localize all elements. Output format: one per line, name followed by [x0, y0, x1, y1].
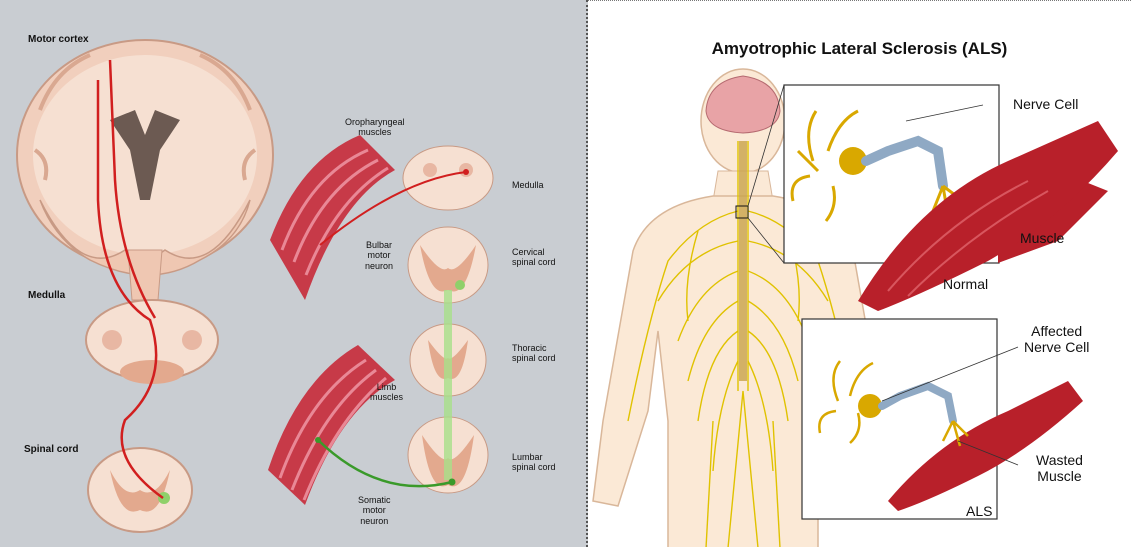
label-oropharyngeal-muscles: Oropharyngeal muscles — [345, 117, 405, 138]
bulbar-neuron-body — [463, 169, 469, 175]
oropharyngeal-muscles — [270, 135, 395, 300]
label-spinal-cord: Spinal cord — [24, 444, 78, 456]
label-somatic-motor-neuron: Somatic motor neuron — [358, 495, 391, 526]
medulla-small-section — [403, 146, 493, 210]
label-muscle: Muscle — [1020, 230, 1064, 246]
label-limb-muscles: Limb muscles — [370, 382, 403, 403]
label-motor-cortex: Motor cortex — [28, 34, 89, 46]
label-cervical-spinal-cord: Cervical spinal cord — [512, 247, 556, 268]
label-affected-nerve-cell: Affected Nerve Cell — [1024, 323, 1089, 355]
spinal-cord — [739, 141, 747, 381]
spinal-cord-section — [88, 448, 192, 532]
label-medulla-left: Medulla — [28, 290, 65, 302]
label-als: ALS — [966, 503, 992, 519]
somatic-neuron-terminal — [315, 437, 321, 443]
somatic-neuron-body — [449, 479, 456, 486]
label-lumbar-spinal-cord: Lumbar spinal cord — [512, 452, 556, 473]
label-nerve-cell: Nerve Cell — [1013, 96, 1078, 112]
brain-coronal-section — [17, 40, 273, 275]
als-panel: Amyotrophic Lateral Sclerosis (ALS) — [588, 0, 1131, 547]
motor-pathway-illustration — [0, 0, 588, 547]
label-medulla-right: Medulla — [512, 180, 544, 190]
label-wasted-muscle: Wasted Muscle — [1036, 452, 1083, 484]
label-bulbar-motor-neuron: Bulbar motor neuron — [365, 240, 393, 271]
label-thoracic-spinal-cord: Thoracic spinal cord — [512, 343, 556, 364]
motor-pathway-panel: Motor cortex Medulla Spinal cord Orophar… — [0, 0, 588, 547]
limb-muscles — [268, 345, 395, 505]
label-normal: Normal — [943, 276, 988, 292]
